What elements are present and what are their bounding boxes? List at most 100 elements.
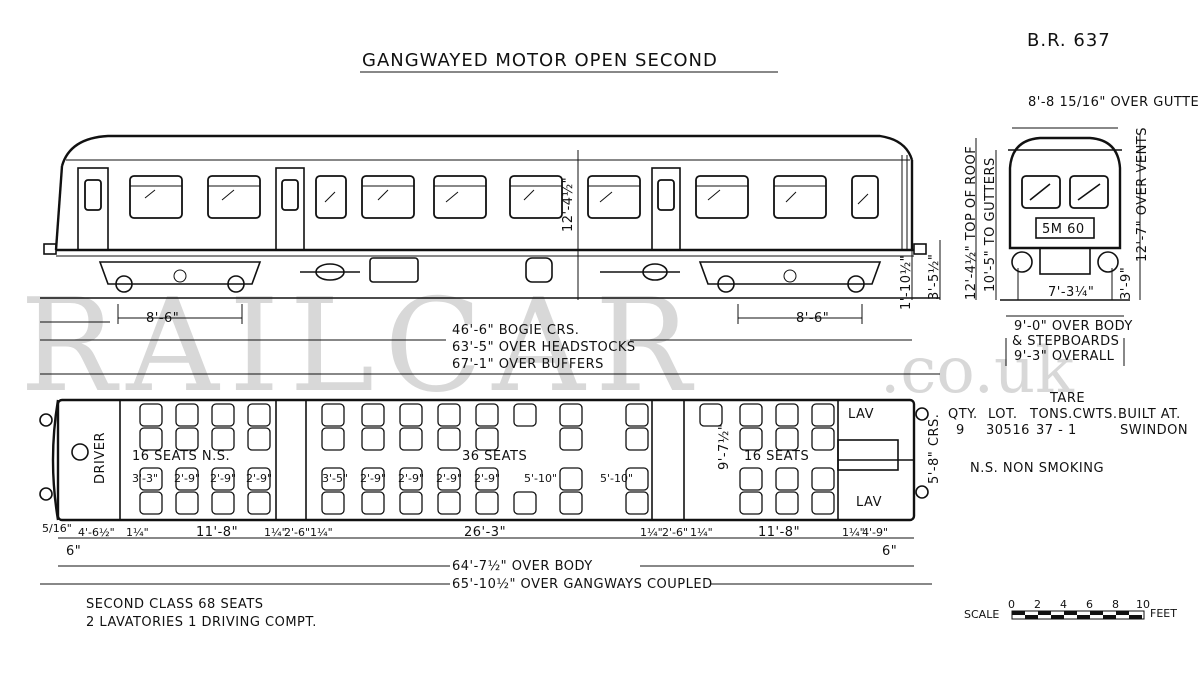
- svg-text:1¼": 1¼": [126, 526, 149, 539]
- svg-text:11'-8": 11'-8": [758, 525, 800, 540]
- end-over-body: 9'-0" OVER BODY: [1014, 319, 1133, 334]
- svg-text:2'-9": 2'-9": [210, 472, 236, 485]
- bottom-dims: 4'-6½" 1¼" 11'-8" 1¼" 2'-6" 1¼" 26'-3" 1…: [78, 525, 888, 540]
- svg-text:5'-10": 5'-10": [600, 472, 633, 485]
- svg-text:5'-10": 5'-10": [524, 472, 557, 485]
- dim-over-gangways: 65'-10½" OVER GANGWAYS COUPLED: [452, 577, 713, 592]
- left-saloon-label: 16 SEATS N.S.: [132, 449, 230, 464]
- bogie-left: [98, 261, 262, 293]
- end-top-of-roof: 12'-4½" TOP OF ROOF: [964, 146, 979, 300]
- col-lot: LOT.: [988, 407, 1018, 422]
- svg-text:2'-9": 2'-9": [398, 472, 424, 485]
- svg-text:10: 10: [1136, 598, 1150, 611]
- bogie-left-dim: 8'-6": [146, 311, 179, 326]
- val-built: SWINDON: [1120, 423, 1188, 438]
- end-buffer-left: [1011, 251, 1033, 273]
- headcode-box: [1035, 217, 1095, 239]
- cab-door: [77, 167, 109, 251]
- val-tons: 37 - 1: [1036, 423, 1077, 438]
- lav-top-label: LAV: [848, 407, 874, 422]
- val-lot: 30516: [986, 423, 1030, 438]
- svg-text:2'-9": 2'-9": [246, 472, 272, 485]
- svg-text:2'-9": 2'-9": [436, 472, 462, 485]
- watermark-suffix: .co.uk: [880, 334, 1075, 408]
- tare-header: TARE: [1049, 391, 1085, 406]
- svg-text:2'-9": 2'-9": [174, 472, 200, 485]
- svg-text:2'-9": 2'-9": [360, 472, 386, 485]
- svg-text:8: 8: [1112, 598, 1119, 611]
- end-offset-right: 6": [882, 544, 897, 559]
- info-table: TARE QTY. LOT. TONS.CWTS. BUILT AT. 9 30…: [948, 391, 1188, 476]
- vestibule-dim: 9'-7½": [717, 424, 732, 470]
- ns-note: N.S. NON SMOKING: [970, 461, 1104, 476]
- side-windows: [129, 175, 879, 219]
- svg-text:2: 2: [1034, 598, 1041, 611]
- svg-text:2'-6": 2'-6": [284, 526, 310, 539]
- left-small-dim: 5/16": [42, 522, 72, 535]
- right-saloon-label: 16 SEATS: [744, 449, 809, 464]
- end-step-height: 3'-9": [1119, 267, 1134, 300]
- crs-dim: 5'-8" CRS.: [927, 414, 942, 484]
- end-wheel-gauge: 7'-3¼": [1048, 285, 1094, 300]
- end-to-gutters: 10'-5" TO GUTTERS: [983, 157, 998, 292]
- pitch-labels: 3'-3" 2'-9" 2'-9" 2'-9" 3'-5" 2'-9" 2'-9…: [132, 472, 633, 485]
- scale-unit: FEET: [1150, 607, 1177, 620]
- svg-text:1¼": 1¼": [640, 526, 663, 539]
- watermark: RAILCAR .co.uk: [20, 272, 1075, 421]
- end-over-gutters: 8'-8 15/16" OVER GUTTERS: [1028, 95, 1200, 110]
- svg-text:3'-3": 3'-3": [132, 472, 158, 485]
- body-dimensions: 64'-7½" OVER BODY 65'-10½" OVER GANGWAYS…: [40, 559, 932, 592]
- bogie-right-dim: 8'-6": [796, 311, 829, 326]
- roof-outline: [60, 134, 914, 167]
- svg-text:1¼": 1¼": [690, 526, 713, 539]
- driver-wheel-icon: [71, 443, 89, 461]
- svg-text:4'-6½": 4'-6½": [78, 526, 115, 539]
- diagram-ref: B.R. 637: [1027, 30, 1111, 51]
- note-lavatories: 2 LAVATORIES 1 DRIVING COMPT.: [86, 615, 317, 630]
- dim-bogie-crs: 46'-6" BOGIE CRS.: [452, 323, 579, 338]
- dim-over-headstocks: 63'-5" OVER HEADSTOCKS: [452, 340, 636, 355]
- dim-over-body: 64'-7½" OVER BODY: [452, 559, 593, 574]
- plan-view: DRIVER: [39, 398, 942, 559]
- buffer-right: [913, 243, 927, 255]
- seat-blocks: [139, 403, 835, 515]
- svg-text:11'-8": 11'-8": [196, 525, 238, 540]
- col-tons: TONS.CWTS.: [1029, 407, 1118, 422]
- dim-over-buffers: 67'-1" OVER BUFFERS: [452, 357, 604, 372]
- side-height-label: 12'-4½": [561, 177, 576, 232]
- end-view: 8'-8 15/16" OVER GUTTERS 5M 60 7'-3¼" 12…: [964, 95, 1200, 366]
- end-offset-left: 6": [66, 544, 81, 559]
- headcode-text: 5M 60: [1042, 222, 1085, 237]
- buffer-left: [43, 243, 57, 255]
- svg-text:1¼": 1¼": [264, 526, 287, 539]
- svg-text:2'-9": 2'-9": [474, 472, 500, 485]
- cab-front: [54, 165, 64, 251]
- svg-text:3'-5": 3'-5": [322, 472, 348, 485]
- end-buffer-right: [1097, 251, 1119, 273]
- watermark-main: RAILCAR: [20, 272, 701, 421]
- overall-dimensions: 46'-6" BOGIE CRS. 63'-5" OVER HEADSTOCKS…: [40, 321, 940, 375]
- rail-to-floor-dim: 1'-10½": [899, 255, 914, 310]
- underframe: [300, 257, 680, 283]
- lav-bottom-label: LAV: [856, 495, 882, 510]
- end-overall: 9'-3" OVERALL: [1014, 349, 1115, 364]
- end-stepboards: & STEPBOARDS: [1012, 334, 1119, 349]
- svg-text:0: 0: [1008, 598, 1015, 611]
- diagram-title: GANGWAYED MOTOR OPEN SECOND: [362, 50, 718, 71]
- col-qty: QTY.: [948, 407, 978, 422]
- side-view: 12'-4½" 8'-6": [40, 134, 942, 326]
- bogie-right: [698, 261, 882, 293]
- val-qty: 9: [956, 423, 965, 438]
- end-over-vents: 12'-7" OVER VENTS: [1135, 127, 1150, 262]
- vestibule-door-left: [275, 167, 305, 251]
- driver-label: DRIVER: [93, 432, 108, 484]
- scale-label: SCALE: [964, 608, 999, 621]
- note-second-class: SECOND CLASS 68 SEATS: [86, 597, 264, 612]
- svg-text:4'-9": 4'-9": [862, 526, 888, 539]
- svg-text:2'-6": 2'-6": [662, 526, 688, 539]
- svg-text:1¼": 1¼": [310, 526, 333, 539]
- svg-text:4: 4: [1060, 598, 1067, 611]
- svg-text:26'-3": 26'-3": [464, 525, 506, 540]
- col-built: BUILT AT.: [1118, 407, 1181, 422]
